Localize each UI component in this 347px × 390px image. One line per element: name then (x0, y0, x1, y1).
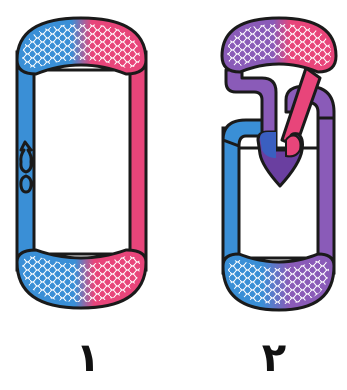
panel-2-double-circulation (222, 18, 336, 310)
panel-1-right-vessel (130, 52, 146, 270)
panel-label-1: ۱ (58, 338, 118, 378)
capillary-bed-icon (17, 18, 146, 74)
heart-icon (21, 142, 31, 192)
capillary-bed-icon (223, 254, 334, 310)
capillary-bed-icon (222, 18, 336, 72)
panel-label-2: ۲ (244, 338, 304, 378)
capillary-bed-icon (17, 250, 146, 308)
panel-2-right-vessel (318, 112, 334, 273)
panel-1-single-circulation (17, 18, 146, 308)
panel-2-left-vessel (223, 128, 239, 273)
